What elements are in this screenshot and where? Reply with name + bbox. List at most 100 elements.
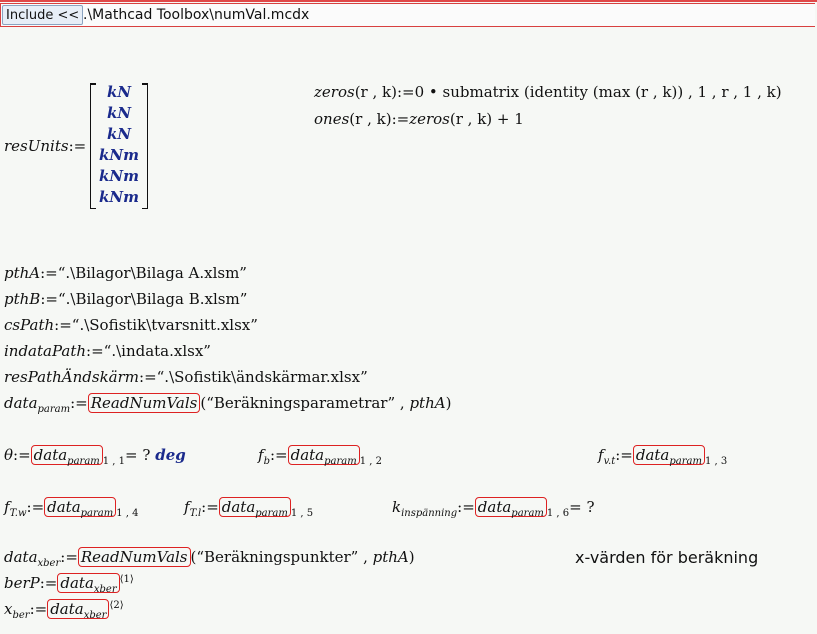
zeros-rhs-c: (max bbox=[592, 83, 631, 101]
assign-op: := bbox=[26, 498, 45, 516]
assign-op: := bbox=[54, 316, 72, 334]
eval-result: = ? bbox=[125, 446, 151, 464]
index: 1 , 1 bbox=[102, 456, 126, 467]
column-index: ⟨2⟩ bbox=[109, 600, 124, 611]
data-param-ref[interactable]: dataparam bbox=[287, 445, 360, 467]
eval-result: = ? bbox=[569, 498, 595, 516]
matrix-cell: kN bbox=[106, 125, 132, 143]
data-xber-ref[interactable]: dataxber bbox=[57, 573, 120, 595]
path-definition[interactable]: pthB:=“.\Bilagor\Bilaga B.xlsm” bbox=[4, 290, 247, 308]
assign-op: := bbox=[13, 446, 31, 464]
data-xber-ref[interactable]: dataxber bbox=[47, 599, 110, 621]
ones-rhs-args: (r , k) + 1 bbox=[449, 110, 524, 128]
matrix-cell: kNm bbox=[99, 167, 139, 185]
top-border bbox=[0, 0, 817, 2]
data-param-name: dataparam bbox=[4, 394, 71, 415]
assign-op: := bbox=[391, 110, 410, 128]
path-value: “.\Sofistik\tvarsnitt.xlsx” bbox=[71, 316, 258, 334]
comment-text[interactable]: x-värden för beräkning bbox=[575, 548, 759, 567]
matrix-cell: kNm bbox=[99, 188, 139, 206]
assign-op: := bbox=[29, 600, 48, 618]
berp-name: berP bbox=[4, 574, 40, 592]
ones-rhs-fn: zeros bbox=[409, 110, 450, 128]
path-name: resPathÄndskärm bbox=[4, 368, 140, 386]
assign-op: := bbox=[396, 83, 415, 101]
zeros-name: zeros bbox=[314, 83, 355, 101]
berp-definition[interactable]: berP:=dataxber⟨1⟩ bbox=[4, 573, 134, 595]
function-close: ) bbox=[408, 548, 415, 566]
fb-name: fb bbox=[258, 446, 270, 467]
assign-op: := bbox=[60, 548, 78, 566]
assign-op: := bbox=[40, 264, 58, 282]
assign-op: := bbox=[139, 368, 157, 386]
resunits-name: resUnits bbox=[4, 137, 69, 155]
zeros-rhs-b: (identity bbox=[523, 83, 589, 101]
data-param-ref[interactable]: dataparam bbox=[218, 497, 291, 519]
index: 1 , 4 bbox=[116, 508, 139, 519]
assign-op: := bbox=[86, 342, 104, 360]
path-name: pthA bbox=[4, 264, 41, 282]
path-name: csPath bbox=[4, 316, 55, 334]
path-value: “.\indata.xlsx” bbox=[103, 342, 211, 360]
function-args: (“Beräkningsparametrar” , bbox=[200, 394, 410, 412]
function-arg-pth: pthA bbox=[409, 394, 446, 412]
data-param-ref[interactable]: dataparam bbox=[44, 497, 117, 519]
path-definition[interactable]: pthA:=“.\Bilagor\Bilaga A.xlsm” bbox=[4, 264, 247, 282]
include-toggle-button[interactable]: Include << bbox=[2, 5, 84, 25]
function-arg-pth: pthA bbox=[372, 548, 409, 566]
data-param-ref[interactable]: dataparam bbox=[632, 445, 705, 467]
data-xber-definition[interactable]: dataxber:=ReadNumVals(“Beräkningspunkter… bbox=[4, 547, 415, 569]
data-param-definition[interactable]: dataparam:=ReadNumVals(“Beräkningsparame… bbox=[4, 393, 452, 415]
assign-op: := bbox=[40, 290, 58, 308]
readnumvals-function[interactable]: ReadNumVals bbox=[87, 393, 201, 413]
ones-definition[interactable]: ones(r , k):=zeros(r , k) + 1 bbox=[314, 110, 524, 128]
assign-op: := bbox=[39, 574, 58, 592]
data-xber-name: dataxber bbox=[4, 548, 61, 569]
path-value: “.\Bilagor\Bilaga B.xlsm” bbox=[57, 290, 248, 308]
matrix-cell: kN bbox=[106, 83, 132, 101]
zeros-definition[interactable]: zeros(r , k):=0 • submatrix (identity (m… bbox=[314, 83, 782, 101]
resunits-matrix[interactable]: kN kN kN kNm kNm kNm bbox=[90, 83, 148, 209]
include-region[interactable]: Include << .\Mathcad Toolbox\numVal.mcdx bbox=[0, 3, 815, 27]
index: 1 , 5 bbox=[290, 508, 314, 519]
fvt-name: fv.t bbox=[598, 446, 616, 467]
unit: deg bbox=[155, 446, 186, 464]
zeros-rhs-d: (r , k)) , 1 , r , 1 , k) bbox=[635, 83, 782, 101]
index: 1 , 3 bbox=[704, 456, 728, 467]
path-definition[interactable]: indataPath:=“.\indata.xlsx” bbox=[4, 342, 211, 360]
ones-args: (r , k) bbox=[349, 110, 392, 128]
path-definition[interactable]: resPathÄndskärm:=“.\Sofistik\ändskärmar.… bbox=[4, 368, 368, 386]
assign-op: := bbox=[615, 446, 633, 464]
assign-op: := bbox=[269, 446, 288, 464]
ones-name: ones bbox=[314, 110, 350, 128]
xber-definition[interactable]: xber:=dataxber⟨2⟩ bbox=[4, 599, 124, 621]
xber-name: xber bbox=[4, 600, 30, 621]
index: 1 , 6 bbox=[546, 508, 570, 519]
function-close: ) bbox=[445, 394, 452, 412]
column-index: ⟨1⟩ bbox=[119, 574, 134, 585]
resunits-definition[interactable]: resUnits:= bbox=[4, 137, 86, 155]
path-value: “.\Bilagor\Bilaga A.xlsm” bbox=[57, 264, 247, 282]
path-name: indataPath bbox=[4, 342, 87, 360]
data-param-ref[interactable]: dataparam bbox=[474, 497, 547, 519]
assign-op: := bbox=[201, 498, 219, 516]
zeros-args: (r , k) bbox=[354, 83, 397, 101]
matrix-cell: kNm bbox=[99, 146, 139, 164]
assign-op: := bbox=[68, 137, 87, 155]
function-args: (“Beräkningspunkter” , bbox=[190, 548, 373, 566]
path-definition[interactable]: csPath:=“.\Sofistik\tvarsnitt.xlsx” bbox=[4, 316, 258, 334]
ftl-name: fT.l bbox=[184, 498, 202, 519]
data-param-ref[interactable]: dataparam bbox=[30, 445, 103, 467]
index: 1 , 2 bbox=[359, 456, 382, 467]
include-path[interactable]: .\Mathcad Toolbox\numVal.mcdx bbox=[83, 7, 310, 23]
theta-name: θ bbox=[4, 446, 14, 464]
path-value: “.\Sofistik\ändskärmar.xlsx” bbox=[156, 368, 368, 386]
kinsp-name: kinspänning bbox=[392, 498, 458, 519]
readnumvals-function[interactable]: ReadNumVals bbox=[77, 547, 191, 567]
